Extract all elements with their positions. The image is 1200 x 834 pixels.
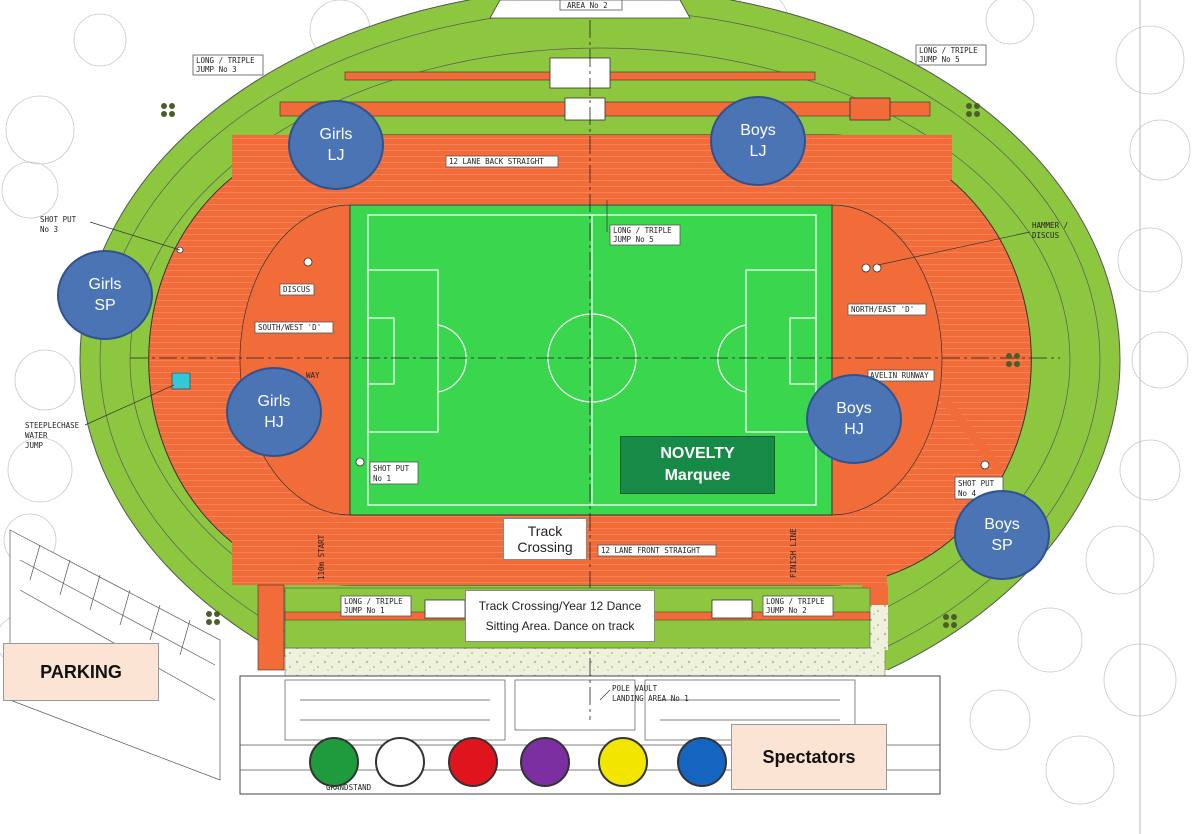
- parking-label[interactable]: PARKING: [3, 643, 159, 701]
- event-bubble-girls-long-jump[interactable]: Girls LJ: [288, 100, 384, 190]
- label-shot-put-1-line1: SHOT PUT: [373, 464, 410, 473]
- tree-markers: [161, 103, 1020, 628]
- label-area-2: AREA No 2: [567, 1, 608, 10]
- pebble-strip: [284, 647, 886, 677]
- label-back-straight: 12 LANE BACK STRAIGHT: [449, 157, 544, 166]
- novelty-line2: Marquee: [664, 467, 731, 484]
- label-shot-put-3-line2: No 3: [40, 225, 58, 234]
- label-long-triple-jump-5-center-line2: JUMP No 5: [613, 235, 654, 244]
- spectators-label[interactable]: Spectators: [731, 724, 887, 790]
- label-shot-put-4-line1: SHOT PUT: [958, 479, 995, 488]
- label-runway-left: WAY: [306, 371, 320, 380]
- label-steeplechase-line1: STEEPLECHASE: [25, 421, 80, 430]
- event-bubble-boys-long-jump[interactable]: Boys LJ: [710, 96, 806, 186]
- track-crossing-line2: Crossing: [517, 539, 573, 555]
- novelty-marquee[interactable]: NOVELTY Marquee: [620, 436, 775, 494]
- label-grandstand: GRANDSTAND: [326, 783, 372, 792]
- water-jump-marker: [171, 372, 191, 390]
- event-bubble-line2: HJ: [264, 414, 284, 431]
- house-marker-blue[interactable]: [677, 737, 727, 787]
- label-long-triple-jump-2-line1: LONG / TRIPLE: [766, 597, 825, 606]
- event-bubble-girls-shot-put[interactable]: Girls SP: [57, 250, 153, 340]
- label-steeplechase-line3: JUMP: [25, 441, 44, 450]
- label-hammer-discus-line1: HAMMER /: [1032, 221, 1068, 230]
- label-javelin-runway: AVELIN RUNWAY: [870, 371, 929, 380]
- event-bubble-line2: LJ: [749, 143, 767, 160]
- label-discus: DISCUS: [283, 285, 311, 294]
- event-bubble-line2: SP: [991, 537, 1013, 554]
- label-finish-line: FINISH LINE: [789, 528, 798, 578]
- label-long-triple-jump-3-line1: LONG / TRIPLE: [196, 56, 255, 65]
- label-110m-start: 110m START: [317, 534, 326, 580]
- event-bubble-line1: Girls: [88, 276, 122, 293]
- novelty-line1: NOVELTY: [660, 445, 735, 462]
- label-long-triple-jump-2-line2: JUMP No 2: [766, 606, 807, 615]
- label-shot-put-3-line1: SHOT PUT: [40, 215, 77, 224]
- track-crossing-line1: Track: [527, 523, 563, 539]
- label-long-triple-jump-5-center-line1: LONG / TRIPLE: [613, 226, 672, 235]
- dance-area-callout[interactable]: Track Crossing/Year 12 Dance Sitting Are…: [465, 590, 655, 642]
- house-marker-yellow[interactable]: [598, 737, 648, 787]
- event-bubble-line2: LJ: [327, 147, 345, 164]
- event-bubble-line1: Girls: [319, 126, 353, 143]
- event-bubble-boys-high-jump[interactable]: Boys HJ: [806, 374, 902, 464]
- plan-labels: AREA No 2 LONG / TRIPLE JUMP No 3 LONG /…: [25, 0, 1068, 792]
- event-bubble-line1: Girls: [257, 393, 291, 410]
- track-crossing-callout[interactable]: Track Crossing: [503, 518, 587, 560]
- event-bubble-boys-shot-put[interactable]: Boys SP: [954, 490, 1050, 580]
- label-front-straight: 12 LANE FRONT STRAIGHT: [601, 546, 701, 555]
- event-bubble-girls-high-jump[interactable]: Girls HJ: [226, 367, 322, 457]
- label-pole-vault-line1: POLE VAULT: [612, 684, 658, 693]
- event-bubble-line2: HJ: [844, 421, 864, 438]
- dance-area-line2: Sitting Area. Dance on track: [485, 619, 635, 633]
- event-bubble-line2: SP: [94, 297, 116, 314]
- label-south-west-d: SOUTH/WEST 'D': [258, 323, 321, 332]
- label-long-triple-jump-1-line1: LONG / TRIPLE: [344, 597, 403, 606]
- label-shot-put-4-line2: No 4: [958, 489, 977, 498]
- label-long-triple-jump-3-line2: JUMP No 3: [196, 65, 237, 74]
- event-bubble-line1: Boys: [836, 400, 872, 417]
- label-shot-put-1-line2: No 1: [373, 474, 391, 483]
- pitch-markings: [367, 214, 817, 506]
- label-hammer-discus-line2: DISCUS: [1032, 231, 1060, 240]
- house-marker-purple[interactable]: [520, 737, 570, 787]
- house-marker-white[interactable]: [375, 737, 425, 787]
- label-long-triple-jump-5-top-line1: LONG / TRIPLE: [919, 46, 978, 55]
- house-marker-red[interactable]: [448, 737, 498, 787]
- label-pole-vault-line2: LANDING AREA No 1: [612, 694, 689, 703]
- house-marker-green[interactable]: [309, 737, 359, 787]
- event-bubble-line1: Boys: [740, 122, 776, 139]
- label-north-east-d: NORTH/EAST 'D': [851, 305, 914, 314]
- label-long-triple-jump-5-top-line2: JUMP No 5: [919, 55, 960, 64]
- label-long-triple-jump-1-line2: JUMP No 1: [344, 606, 385, 615]
- dance-area-line1: Track Crossing/Year 12 Dance: [478, 599, 642, 613]
- event-bubble-line1: Boys: [984, 516, 1020, 533]
- label-steeplechase-line2: WATER: [25, 431, 48, 440]
